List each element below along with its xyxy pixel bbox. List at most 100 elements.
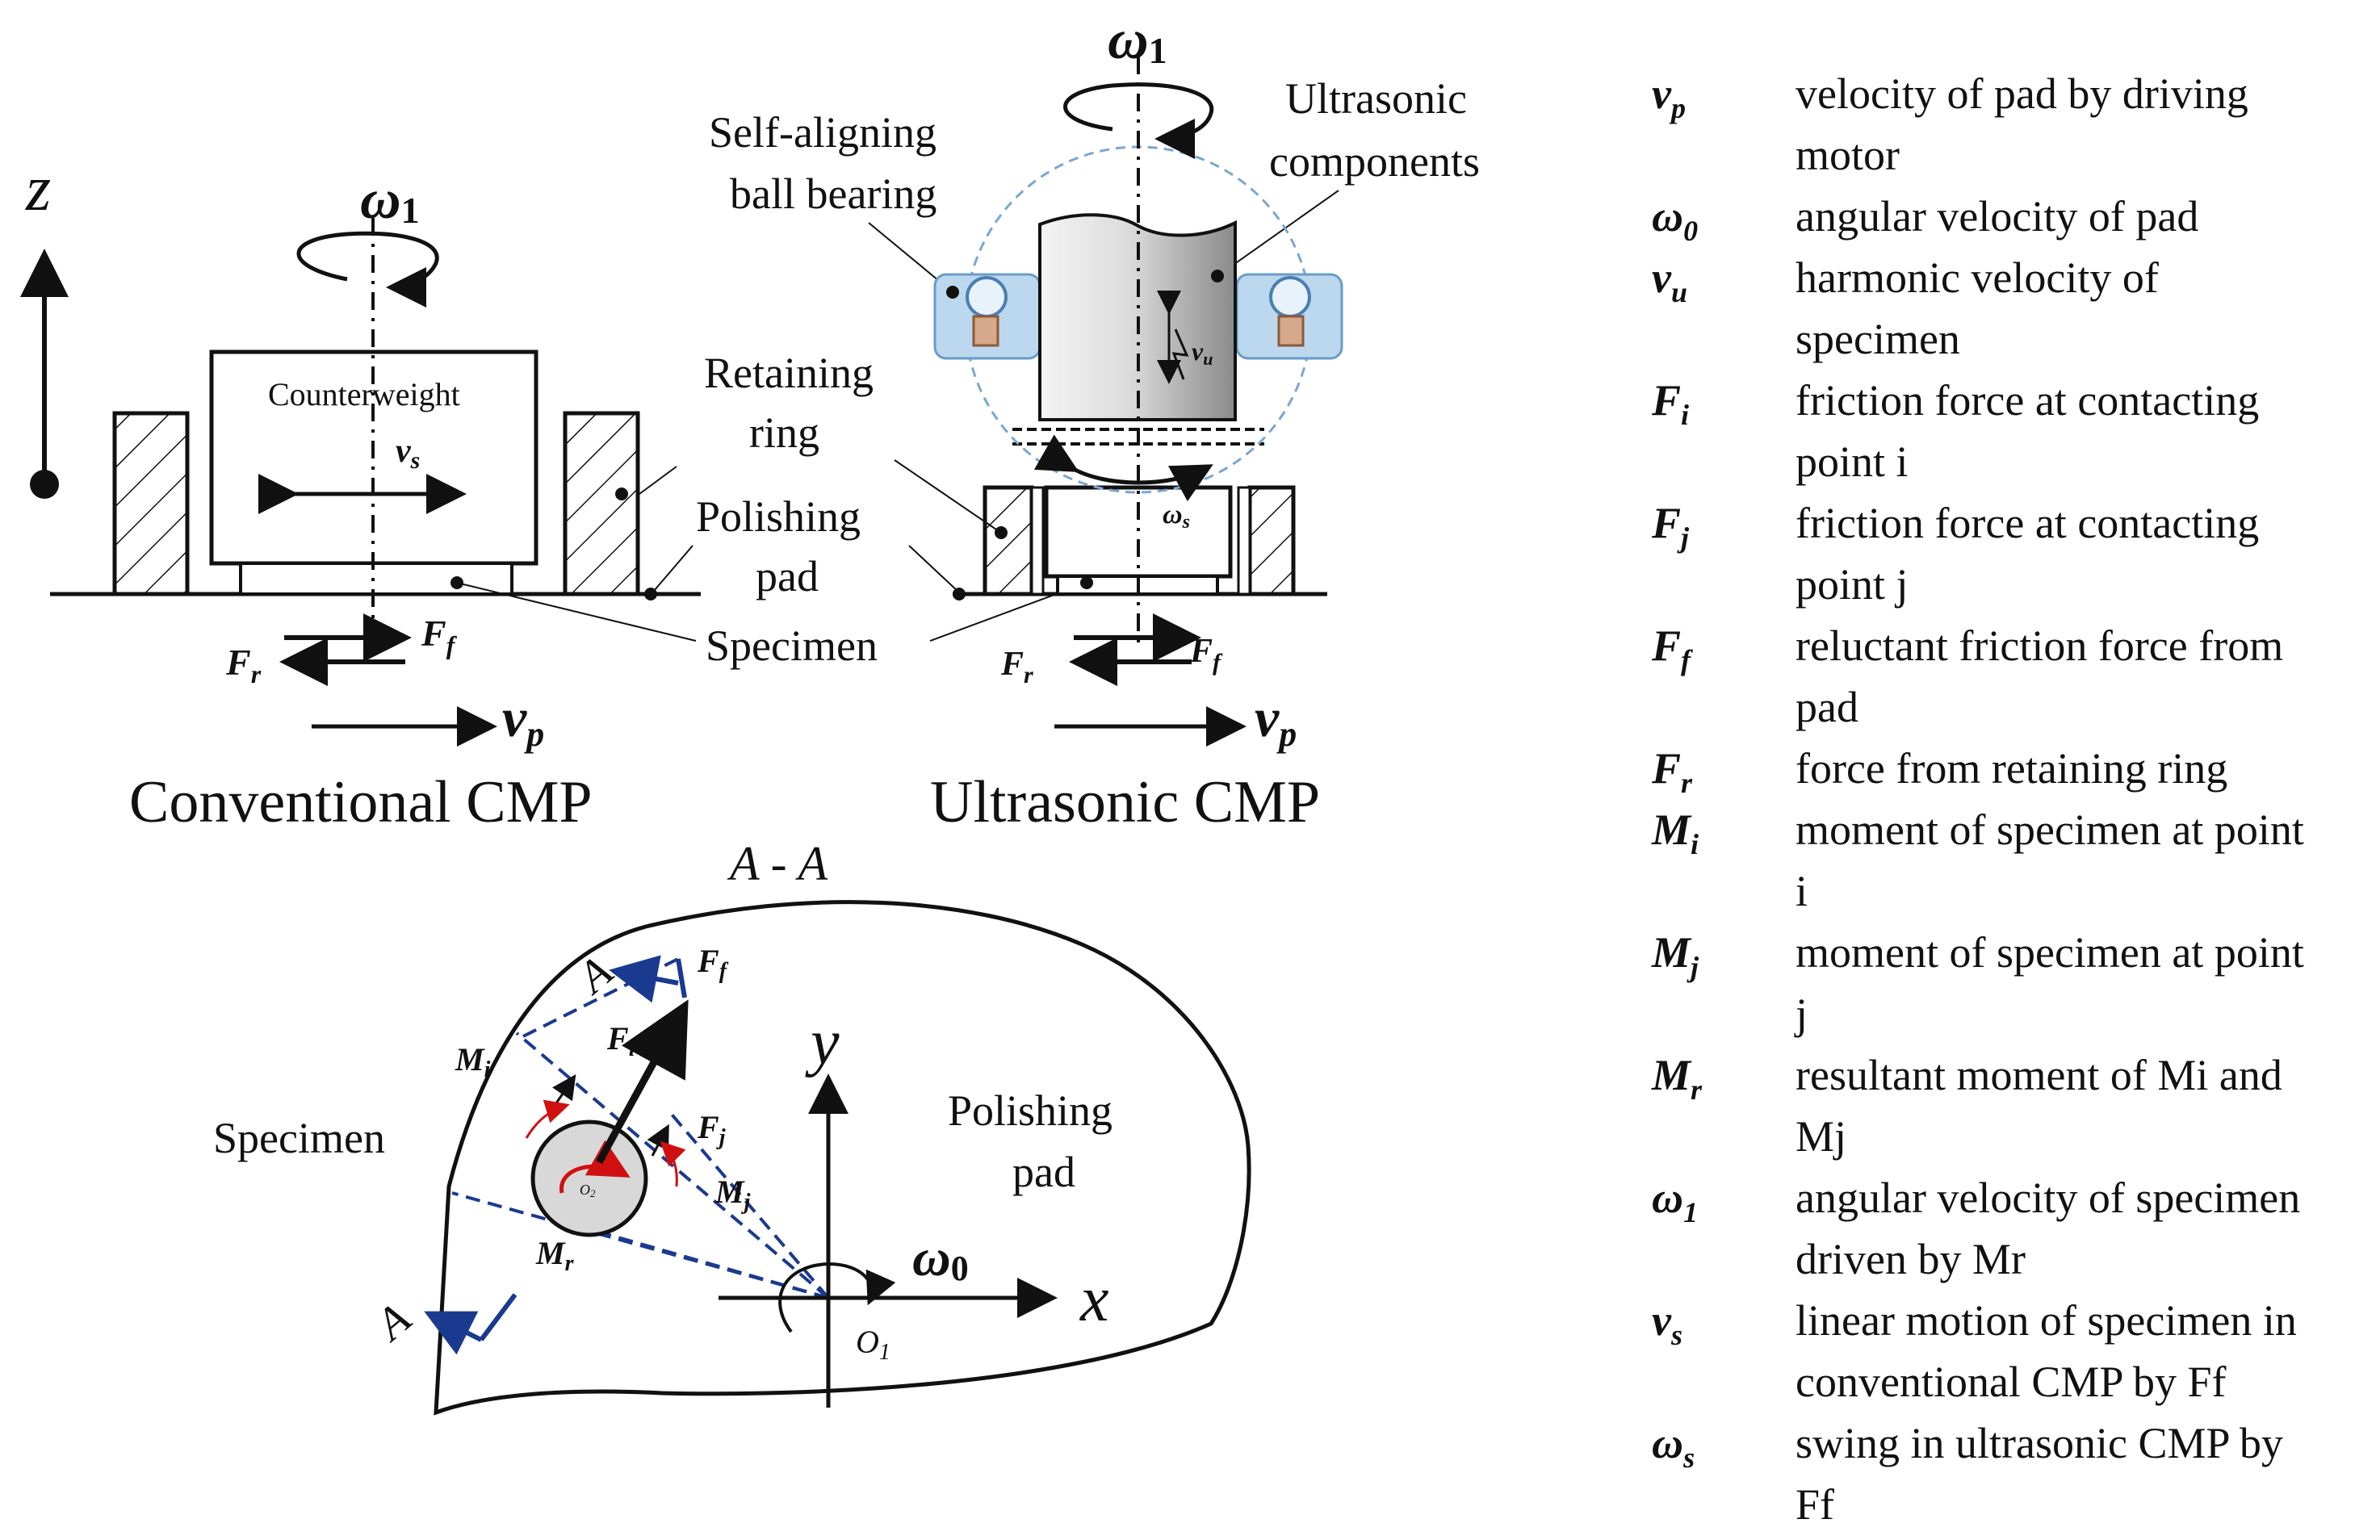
leader-retaining-left [639,466,677,495]
legend-symbol [1623,983,1795,1044]
label-ultrasonic-2: components [1269,137,1480,186]
legend-description: specimen [1795,315,1960,363]
legend-description: linear motion of specimen in [1795,1296,2297,1345]
legend-description: angular velocity of pad [1795,192,2199,241]
mj-label: Mj [714,1174,751,1215]
ff-label-section: Ff [697,943,729,984]
section-tick-top [676,958,687,998]
legend-row: pad [1623,676,2374,738]
legend-description: j [1795,990,1808,1038]
ff-label: Ff [421,613,458,659]
z-axis-label: z [25,153,51,224]
dash-line-mr [580,1225,829,1299]
legend-symbol: ω1 [1623,1167,1795,1228]
y-axis-label: y [805,1007,840,1078]
legend-symbol-sub: 0 [1683,214,1699,247]
fj-label: Fj [697,1109,726,1150]
ring-inner-left [1030,486,1045,596]
section-tick-bottom [479,1293,517,1341]
section-specimen-label: Specimen [213,1114,385,1162]
dash-line-right [667,1109,830,1299]
legend-symbol [1623,676,1795,738]
ultrasonic-caption: Ultrasonic CMP [930,769,1320,835]
legend-description: Ff [1795,1480,1835,1529]
disk-rotation-arrow [559,1140,631,1194]
legend-symbol-main: F [1652,499,1682,547]
label-specimen-center: Specimen [706,621,878,670]
o2-label: O2 [580,1182,596,1199]
legend-symbol [1623,1474,1795,1535]
legend-symbol-sub: s [1683,1441,1695,1474]
legend-symbol-sub: u [1670,275,1687,308]
legend-symbol-main: v [1652,69,1671,118]
legend-description: resultant moment of Mi and [1795,1051,2282,1099]
legend-row: conventional CMP by Ff [1623,1351,2374,1412]
legend-symbol-main: F [1652,621,1682,670]
omega1-rotation-arrow [296,231,439,308]
legend-row: j [1623,983,2374,1044]
label-self-aligning-2: ball bearing [730,169,936,218]
mr-label: Mr [535,1235,575,1276]
bearing-right-cage [1277,315,1305,347]
legend-symbol-sub: s [1670,1318,1682,1351]
vp-label-u: vp [1255,687,1297,754]
bearing-left-cage [972,315,999,347]
legend-symbol-main: v [1652,1296,1671,1345]
omega0-label: ω0 [912,1228,969,1288]
vp-label: vp [502,687,544,754]
section-polishing-label-1: Polishing [948,1086,1112,1135]
retaining-ring-right [563,411,640,596]
section-title: A - A [727,837,828,890]
legend-symbol-sub: r [1691,1073,1703,1106]
legend-symbol-sub: r [1681,766,1693,799]
legend-symbol-sub: i [1681,398,1690,431]
x-axis-label: x [1079,1264,1109,1335]
legend-symbol: Mj [1623,922,1795,983]
legend-symbol-main: F [1652,376,1682,425]
section-arrow-bottom [424,1311,483,1355]
fi-arrow [596,999,689,1165]
legend-row: Ff [1623,1474,2374,1535]
fr-label-u: Fr [1000,646,1033,688]
legend-row: i [1623,860,2374,922]
retaining-ring-left-u [983,485,1034,596]
legend-symbol: vs [1623,1290,1795,1351]
legend-symbol-sub: j [1691,950,1699,983]
z-axis-origin [30,470,59,499]
legend-symbol-sub: i [1691,827,1699,860]
legend-symbol-main: F [1652,744,1682,793]
dot-ultrasonic [1211,270,1224,282]
legend-row: Fr force from retaining ring [1623,738,2374,799]
legend-symbol: Fj [1623,492,1795,554]
legend-description: force from retaining ring [1795,744,2228,793]
legend-description: reluctant friction force from [1795,621,2284,670]
counterweight-label: Counterweight [268,376,460,412]
label-ultrasonic-1: Ultrasonic [1285,74,1467,123]
specimen-conventional [239,562,513,596]
omegas-swing-arrow [1033,434,1213,502]
dot-bearing [946,286,959,299]
mi-red-arc [525,1099,570,1139]
legend-description: swing in ultrasonic CMP by [1795,1419,2284,1467]
legend-description: point i [1795,437,1909,486]
legend-symbol: Mi [1623,799,1795,860]
label-polishing-1: Polishing [696,492,861,541]
legend-symbol [1623,860,1795,922]
legend-description: Mj [1795,1112,1847,1161]
legend-symbol-main: M [1652,1051,1691,1099]
mi-label: Mi [455,1041,491,1082]
legend-description: harmonic velocity of [1795,253,2159,302]
legend-symbol: Fi [1623,370,1795,431]
label-retaining-1: Retaining [704,349,874,397]
legend-symbol [1623,554,1795,615]
dot-specimen-u [1080,576,1093,589]
